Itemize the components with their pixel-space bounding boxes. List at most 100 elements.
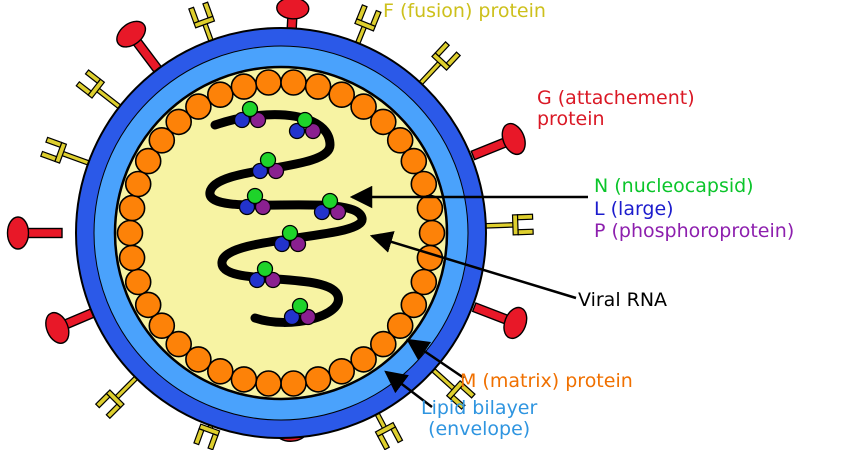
p-bead (267, 162, 285, 180)
n-bead (241, 100, 259, 118)
matrix-bead (185, 346, 212, 373)
matrix-bead (350, 346, 377, 373)
f-spike-crossbar (198, 423, 221, 437)
n-bead (256, 260, 274, 278)
g-spike-head (45, 311, 70, 344)
f-spike-crossbar (87, 78, 106, 99)
p-bead (264, 271, 282, 289)
nucleoprotein-cluster (283, 297, 317, 326)
f-spike-tine (188, 6, 200, 24)
virus-interior (113, 65, 449, 401)
matrix-bead (134, 147, 162, 175)
matrix-bead (255, 370, 282, 397)
l-bead (273, 235, 291, 253)
f-spike-crossbar (445, 379, 465, 400)
matrix-bead (418, 219, 446, 247)
matrix-bead (350, 93, 377, 120)
arrow-viral-rna (369, 231, 577, 300)
f-spike-tine (84, 69, 102, 84)
annotation-arrows (349, 185, 588, 408)
matrix-bead (400, 291, 428, 319)
l-bead (233, 111, 251, 129)
f-spike-tine (459, 383, 476, 399)
f-spike-tine (517, 228, 534, 236)
p-bead (254, 198, 272, 216)
label-g-protein-line1: G (attachement) (537, 87, 695, 109)
matrix-bead (280, 370, 307, 397)
f-spike (479, 213, 534, 236)
label-p-protein: P (phosphoroprotein) (594, 220, 795, 242)
f-fusion-spikes (40, 1, 534, 450)
nucleoprotein-clusters (233, 100, 347, 326)
matrix-bead (230, 366, 258, 393)
label-n-protein: N (nucleocapsid) (594, 175, 754, 197)
nucleoprotein-cluster (273, 224, 307, 253)
matrix-bead (280, 69, 307, 96)
f-spike-tine (369, 9, 382, 28)
matrix-bead (416, 194, 444, 222)
f-spike-tine (449, 394, 466, 410)
n-bead (291, 297, 309, 315)
rna-strand (205, 110, 367, 327)
matrix-bead (255, 69, 282, 96)
nucleoprotein-cluster (248, 260, 282, 289)
g-spike-head (501, 122, 526, 156)
matrix-bead (124, 170, 152, 198)
matrix-bead (165, 108, 192, 136)
matrix-bead (207, 357, 234, 385)
g-spike-head (116, 20, 147, 48)
g-spike-head (276, 0, 310, 20)
g-spike-head (503, 306, 528, 340)
nucleoprotein-cluster (288, 111, 322, 140)
matrix-bead (230, 73, 258, 100)
label-lipid-bilayer-line2: (envelope) (428, 418, 531, 441)
matrix-bead (386, 127, 414, 154)
matrix-bead (400, 147, 428, 175)
f-spike-crossbar (431, 52, 451, 71)
f-spike-tine (390, 426, 404, 444)
f-spike-crossbar (511, 214, 519, 236)
label-g-protein-line2: protein (537, 108, 605, 131)
matrix-protein-ring (116, 69, 446, 397)
g-spike (471, 302, 528, 340)
label-lipid-bilayer: Lipid bilayer (envelope) (421, 397, 538, 441)
matrix-bead (410, 268, 438, 296)
f-spike-tine (94, 392, 111, 409)
matrix-bead (369, 330, 397, 358)
label-lipid-bilayer-line1: Lipid bilayer (421, 397, 538, 419)
n-bead (296, 111, 314, 129)
f-spike-crossbar (374, 421, 397, 438)
nucleoprotein-cluster (233, 100, 267, 129)
arrow-matrix-protein (406, 338, 465, 380)
matrix-bead (148, 312, 176, 340)
f-spike-tine (193, 428, 205, 446)
f-spike-tine (376, 433, 391, 450)
matrix-bead (118, 244, 146, 272)
l-bead (283, 308, 301, 326)
matrix-bead (207, 81, 234, 108)
g-spike (470, 122, 526, 161)
label-m-protein: M (matrix) protein (460, 370, 633, 392)
g-spike (45, 305, 101, 344)
matrix-bead (185, 93, 212, 120)
f-spike-tine (40, 150, 58, 163)
matrix-bead (148, 127, 176, 154)
p-bead (249, 111, 267, 129)
label-l-protein: L (large) (594, 198, 674, 220)
matrix-bead (386, 312, 414, 340)
nucleoprotein-cluster (313, 192, 347, 221)
f-spike-tine (355, 4, 368, 22)
p-bead (289, 235, 307, 253)
matrix-bead (304, 73, 332, 100)
n-bead (259, 151, 277, 169)
f-spike-tine (45, 136, 63, 149)
matrix-bead (165, 330, 192, 358)
matrix-bead (416, 244, 444, 272)
p-bead (329, 203, 347, 221)
nucleoprotein-cluster (251, 151, 285, 180)
l-bead (313, 203, 331, 221)
f-spike-tine (207, 433, 219, 450)
n-bead (281, 224, 299, 242)
g-spike (6, 216, 63, 250)
